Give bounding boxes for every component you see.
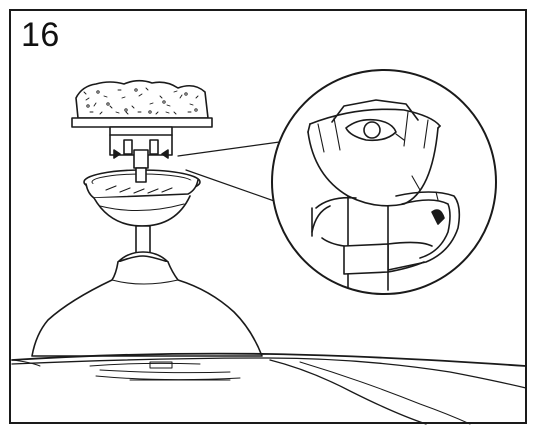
canopy bbox=[83, 167, 201, 227]
detail-canopy-bowl bbox=[307, 99, 441, 207]
mounting-bracket bbox=[109, 126, 173, 169]
downrod bbox=[135, 225, 151, 255]
step-number: 16 bbox=[21, 16, 60, 54]
detail-magnifier bbox=[271, 69, 497, 295]
ceiling-junction-box bbox=[71, 79, 213, 128]
fan-blades bbox=[11, 352, 527, 425]
detail-collar-band bbox=[321, 237, 433, 275]
detail-hanging-strip bbox=[311, 175, 461, 271]
motor-housing bbox=[31, 251, 263, 357]
